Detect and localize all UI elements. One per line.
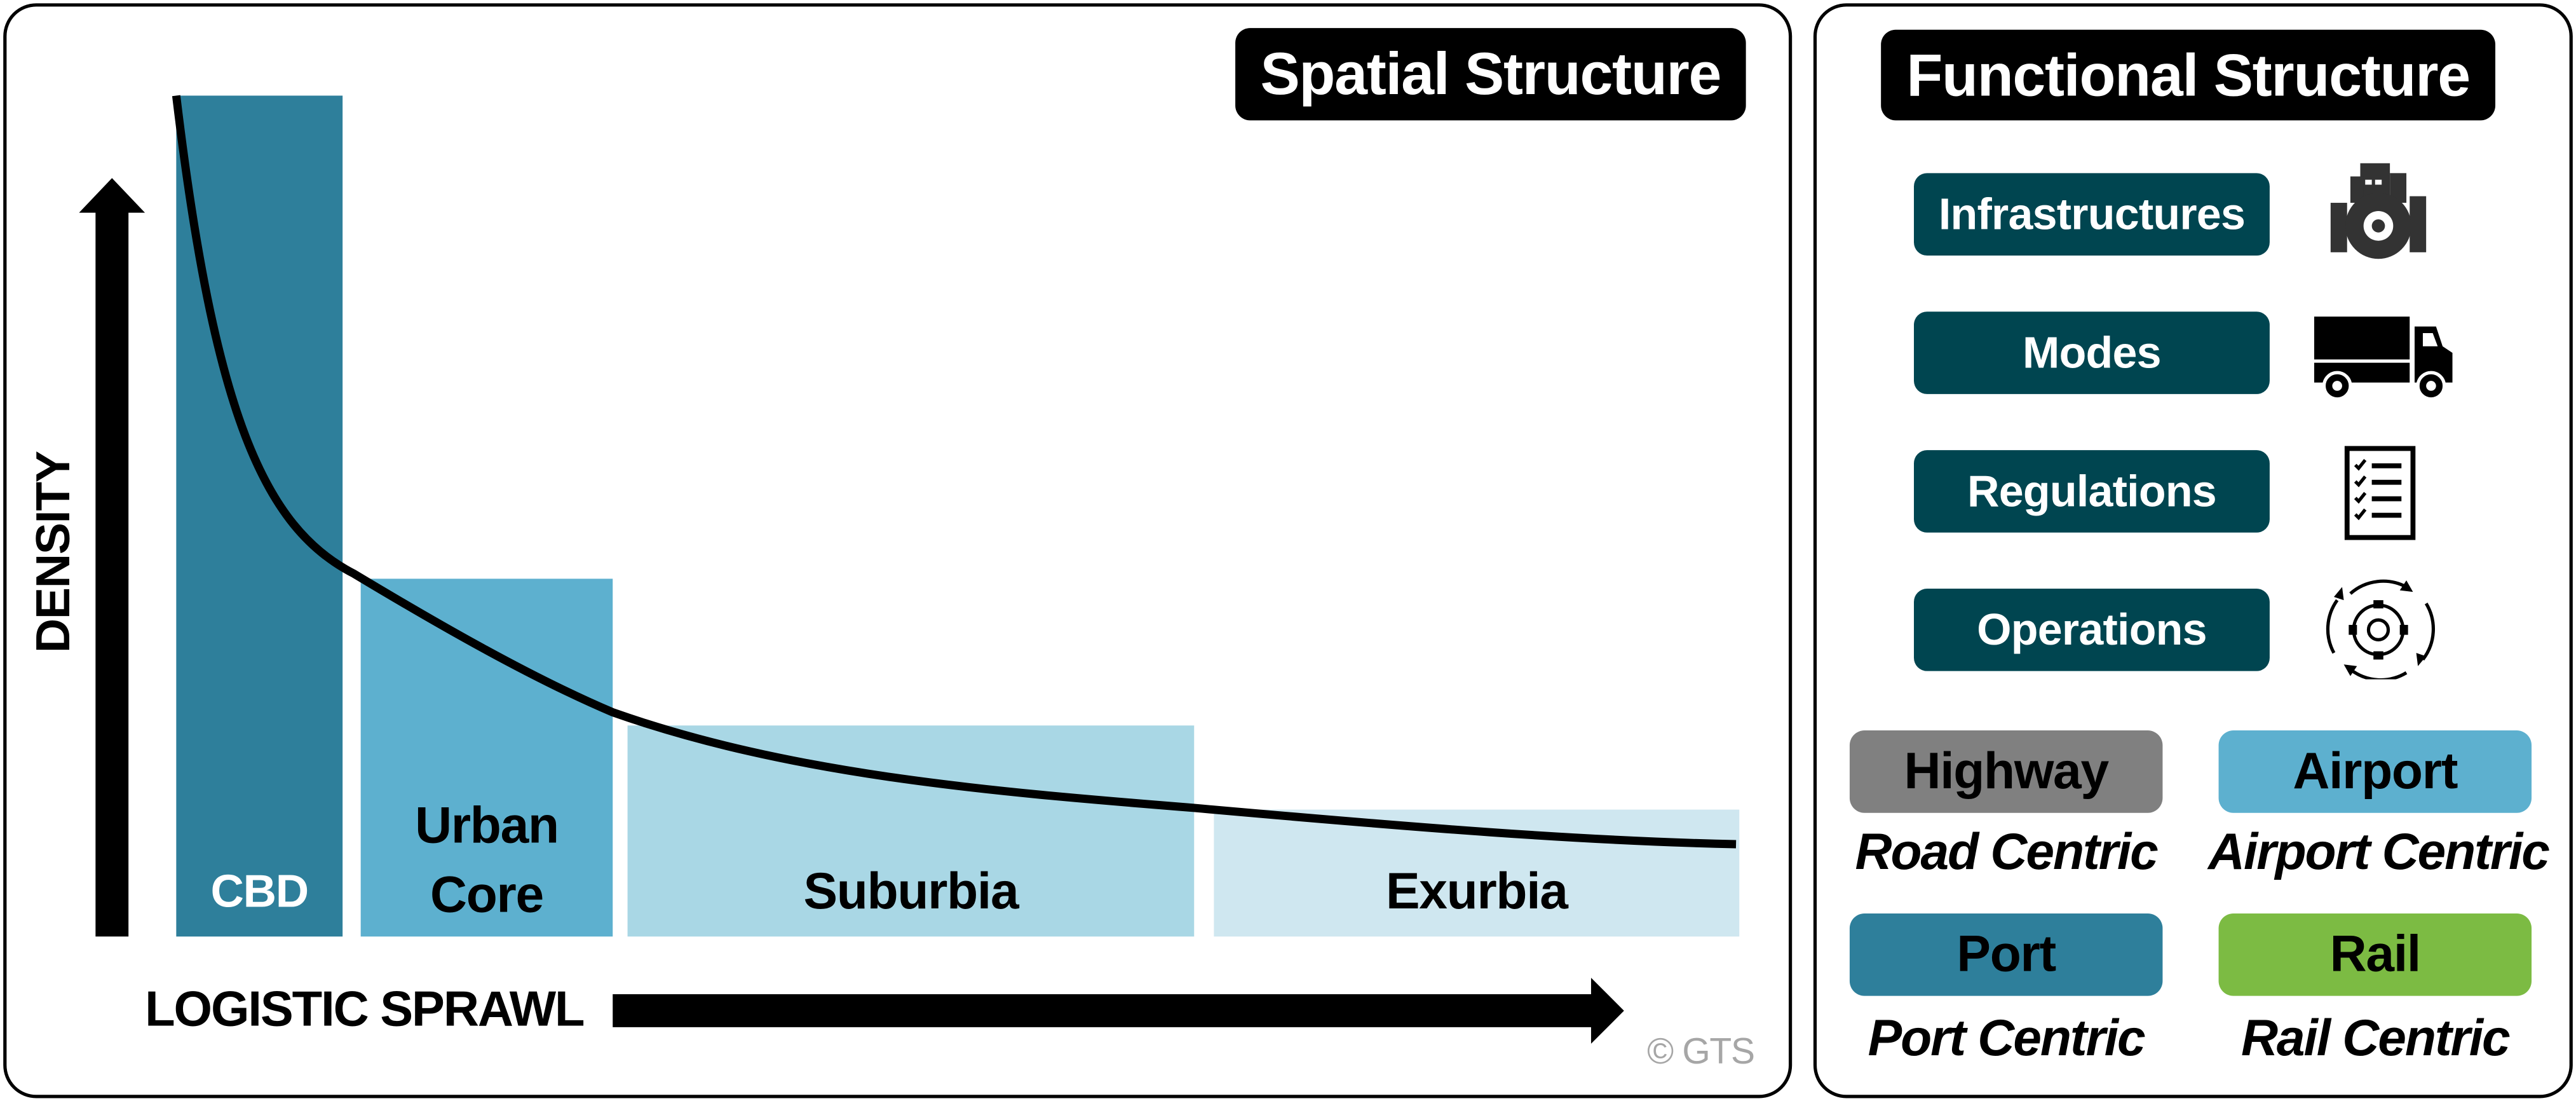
checklist-icon bbox=[2344, 446, 2416, 540]
copyright-text: © GTS bbox=[1647, 1029, 1762, 1076]
zone-label-urban-core-line1: Urban bbox=[415, 796, 559, 854]
zone-bar-suburbia: Suburbia bbox=[627, 725, 1195, 937]
zone-label-suburbia: Suburbia bbox=[803, 862, 1019, 920]
port-centric-caption: Port Centric bbox=[1817, 1009, 2195, 1068]
rail-centric-caption: Rail Centric bbox=[2186, 1009, 2565, 1068]
zone-label-cbd: CBD bbox=[210, 865, 309, 917]
modes-button: Modes bbox=[1914, 311, 2270, 394]
density-arrow-icon bbox=[79, 178, 146, 937]
mode-port: Port bbox=[1849, 913, 2163, 996]
infrastructure-gear-buildings-icon bbox=[2330, 163, 2427, 259]
functional-structure-title-text: Functional Structure bbox=[1906, 40, 2471, 108]
gear-cycle-icon bbox=[2326, 579, 2436, 680]
mode-airport-label: Airport bbox=[2293, 742, 2458, 800]
spatial-structure-title-text: Spatial Structure bbox=[1260, 39, 1721, 107]
infrastructures-label: Infrastructures bbox=[1938, 188, 2246, 238]
mode-highway-label: Highway bbox=[1904, 742, 2110, 800]
zone-label-urban-core-line2: Core bbox=[430, 865, 544, 924]
mode-port-label: Port bbox=[1956, 925, 2056, 983]
port-centric-caption-text: Port Centric bbox=[1868, 1009, 2146, 1067]
operations-label: Operations bbox=[1977, 604, 2207, 654]
copyright-text-value: © GTS bbox=[1647, 1030, 1755, 1072]
logistic-sprawl-label: LOGISTIC SPRAWL bbox=[145, 980, 598, 1043]
regulations-button: Regulations bbox=[1914, 450, 2270, 533]
spatial-structure-title: Spatial Structure bbox=[1235, 28, 1746, 121]
zone-label-urban-core: Urban Core bbox=[415, 791, 559, 936]
zone-bar-cbd: CBD bbox=[176, 95, 343, 937]
truck-icon bbox=[2314, 317, 2453, 401]
regulations-label: Regulations bbox=[1967, 465, 2217, 516]
airport-centric-caption: Airport Centric bbox=[2189, 823, 2568, 882]
mode-rail: Rail bbox=[2218, 913, 2532, 996]
zone-label-exurbia: Exurbia bbox=[1385, 862, 1568, 920]
functional-structure-title: Functional Structure bbox=[1881, 29, 2496, 121]
road-centric-caption: Road Centric bbox=[1817, 823, 2195, 882]
logistic-sprawl-label-text: LOGISTIC SPRAWL bbox=[145, 982, 585, 1037]
infrastructures-button: Infrastructures bbox=[1914, 173, 2270, 256]
mode-rail-label: Rail bbox=[2329, 925, 2421, 983]
rail-centric-caption-text: Rail Centric bbox=[2240, 1009, 2511, 1067]
operations-button: Operations bbox=[1914, 588, 2270, 671]
zone-bar-urban-core: Urban Core bbox=[360, 578, 613, 937]
road-centric-caption-text: Road Centric bbox=[1855, 823, 2159, 881]
modes-label: Modes bbox=[2023, 327, 2162, 377]
logistic-sprawl-arrow-icon bbox=[613, 978, 1624, 1044]
airport-centric-caption-text: Airport Centric bbox=[2208, 823, 2550, 881]
mode-airport: Airport bbox=[2218, 730, 2532, 813]
mode-highway: Highway bbox=[1849, 730, 2163, 813]
